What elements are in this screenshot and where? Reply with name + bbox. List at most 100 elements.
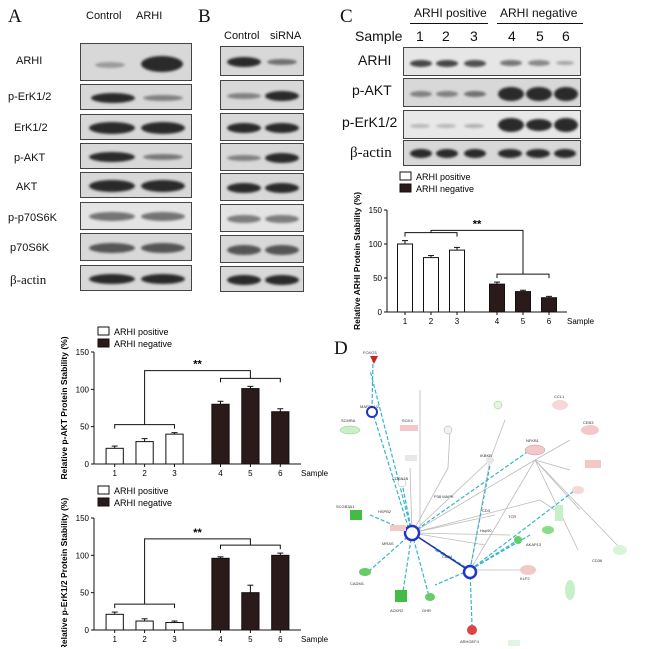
bar: [241, 592, 260, 631]
svg-text:CEB3: CEB3: [583, 420, 594, 425]
panel-a-row-label: p-AKT: [14, 152, 46, 164]
y-tick-label: 150: [76, 348, 90, 357]
bar: [165, 622, 184, 631]
legend-label: ARHI positive: [114, 486, 169, 496]
svg-text:ARHGEF4: ARHGEF4: [460, 639, 480, 644]
network-node-icon: [397, 478, 407, 488]
x-tick-label: 3: [172, 469, 177, 478]
network-node-icon: [366, 406, 378, 418]
network-node-icon: [520, 565, 536, 575]
x-tick-label: 6: [278, 635, 283, 644]
network-node-icon: [514, 536, 522, 544]
significance-bracket: [144, 370, 251, 425]
panel-a-column-control: Control: [86, 10, 122, 22]
group-bracket: [404, 232, 458, 237]
x-tick-label: 2: [142, 469, 147, 478]
network-node-icon: [542, 526, 554, 534]
panel-c-sample-number: 3: [470, 28, 478, 44]
x-axis-label: Sample: [301, 635, 329, 644]
svg-text:CADM1: CADM1: [350, 581, 365, 586]
x-axis-label: Sample: [301, 469, 329, 478]
network-node-icon: [555, 505, 563, 521]
svg-text:ACKR2: ACKR2: [390, 608, 404, 613]
svg-text:FOXO3: FOXO3: [363, 350, 377, 355]
svg-text:TCR: TCR: [508, 514, 516, 519]
western-blot-strip: [80, 265, 192, 291]
network-node-icon: [486, 456, 494, 464]
bar: [449, 249, 465, 313]
x-tick-label: 4: [218, 635, 223, 644]
y-tick-label: 50: [80, 423, 89, 432]
x-tick-label: 1: [112, 635, 117, 644]
svg-text:CD44: CD44: [442, 554, 453, 559]
panel-a-row-label: p-p70S6K: [8, 212, 57, 224]
network-node-icon: [552, 400, 568, 410]
svg-text:CCL1: CCL1: [554, 394, 565, 399]
y-tick-label: 0: [85, 626, 90, 635]
panel-a-column-arhi: ARHI: [136, 10, 163, 22]
western-blot-strip: [220, 173, 304, 201]
y-axis-label: Relative p-ErK1/2 Protein Stability (%): [59, 498, 69, 647]
significance-bracket: [144, 538, 251, 605]
group-underline: [410, 23, 488, 24]
x-tick-label: 2: [429, 317, 434, 326]
x-tick-label: 3: [172, 635, 177, 644]
panel-c-letter: C: [340, 6, 353, 27]
western-blot-strip: [220, 235, 304, 263]
network-node-icon: [425, 593, 435, 601]
panel-d-letter: D: [334, 338, 348, 359]
bar: [105, 447, 124, 465]
svg-text:P38 MAPK: P38 MAPK: [434, 494, 454, 499]
bar: [241, 388, 260, 465]
svg-text:KLF2: KLF2: [520, 576, 530, 581]
group-bracket: [114, 603, 175, 609]
svg-text:MAP2K1/2: MAP2K1/2: [360, 404, 380, 409]
panel-c-sample-number: 1: [416, 28, 424, 44]
significance-label: **: [193, 359, 202, 371]
x-tick-label: 1: [112, 469, 117, 478]
network-node-icon: [405, 455, 417, 461]
western-blot-strip: [403, 140, 581, 166]
panel-a-row-label: p70S6K: [10, 242, 50, 254]
panel-c-row-label: p-ErK1/2: [342, 114, 398, 130]
bar: [271, 411, 290, 465]
x-tick-label: 6: [278, 469, 283, 478]
network-node-icon: [613, 545, 627, 555]
y-tick-label: 150: [76, 514, 90, 523]
network-node-icon: [400, 425, 418, 431]
network-node-icon: [390, 525, 406, 531]
pathway-network-diagram: FOXO3 MAP2K1/2 SCMRA SOX4 NFKB1 CCL1 CEB…: [336, 350, 627, 646]
svg-text:CD3: CD3: [482, 508, 491, 513]
panel-b-letter: B: [198, 6, 211, 27]
network-node-icon: [508, 640, 520, 646]
x-tick-label: 4: [218, 469, 223, 478]
western-blot-strip: [80, 43, 192, 81]
bar: [135, 620, 154, 631]
legend-swatch: [97, 497, 110, 507]
x-tick-label: 6: [547, 317, 552, 326]
y-tick-label: 0: [378, 308, 383, 317]
bar: [135, 441, 154, 465]
western-blot-strip: [80, 202, 192, 230]
western-blot-strip: [80, 143, 192, 169]
y-tick-label: 50: [373, 274, 382, 283]
y-tick-label: 100: [76, 551, 90, 560]
x-tick-label: 5: [521, 317, 526, 326]
western-blot-strip: [220, 266, 304, 292]
network-node-icon: [493, 400, 503, 410]
network-hub-node-icon: [462, 564, 478, 580]
network-node-icon: [370, 356, 378, 364]
group-bracket: [220, 377, 281, 383]
svg-text:HSPB2: HSPB2: [378, 509, 392, 514]
bar: [211, 557, 230, 631]
network-node-icon: [467, 625, 477, 635]
bar: [271, 554, 290, 631]
svg-text:IKBKB: IKBKB: [480, 453, 492, 458]
svg-text:AKAP13: AKAP13: [526, 542, 542, 547]
y-axis-label: Relative ARHI Protein Stability (%): [352, 192, 362, 330]
western-blot-strip: [220, 80, 304, 110]
significance-label: **: [473, 218, 482, 230]
network-node-icon: [395, 590, 407, 602]
svg-text:CDKN1B: CDKN1B: [392, 476, 409, 481]
bar: [541, 297, 557, 313]
